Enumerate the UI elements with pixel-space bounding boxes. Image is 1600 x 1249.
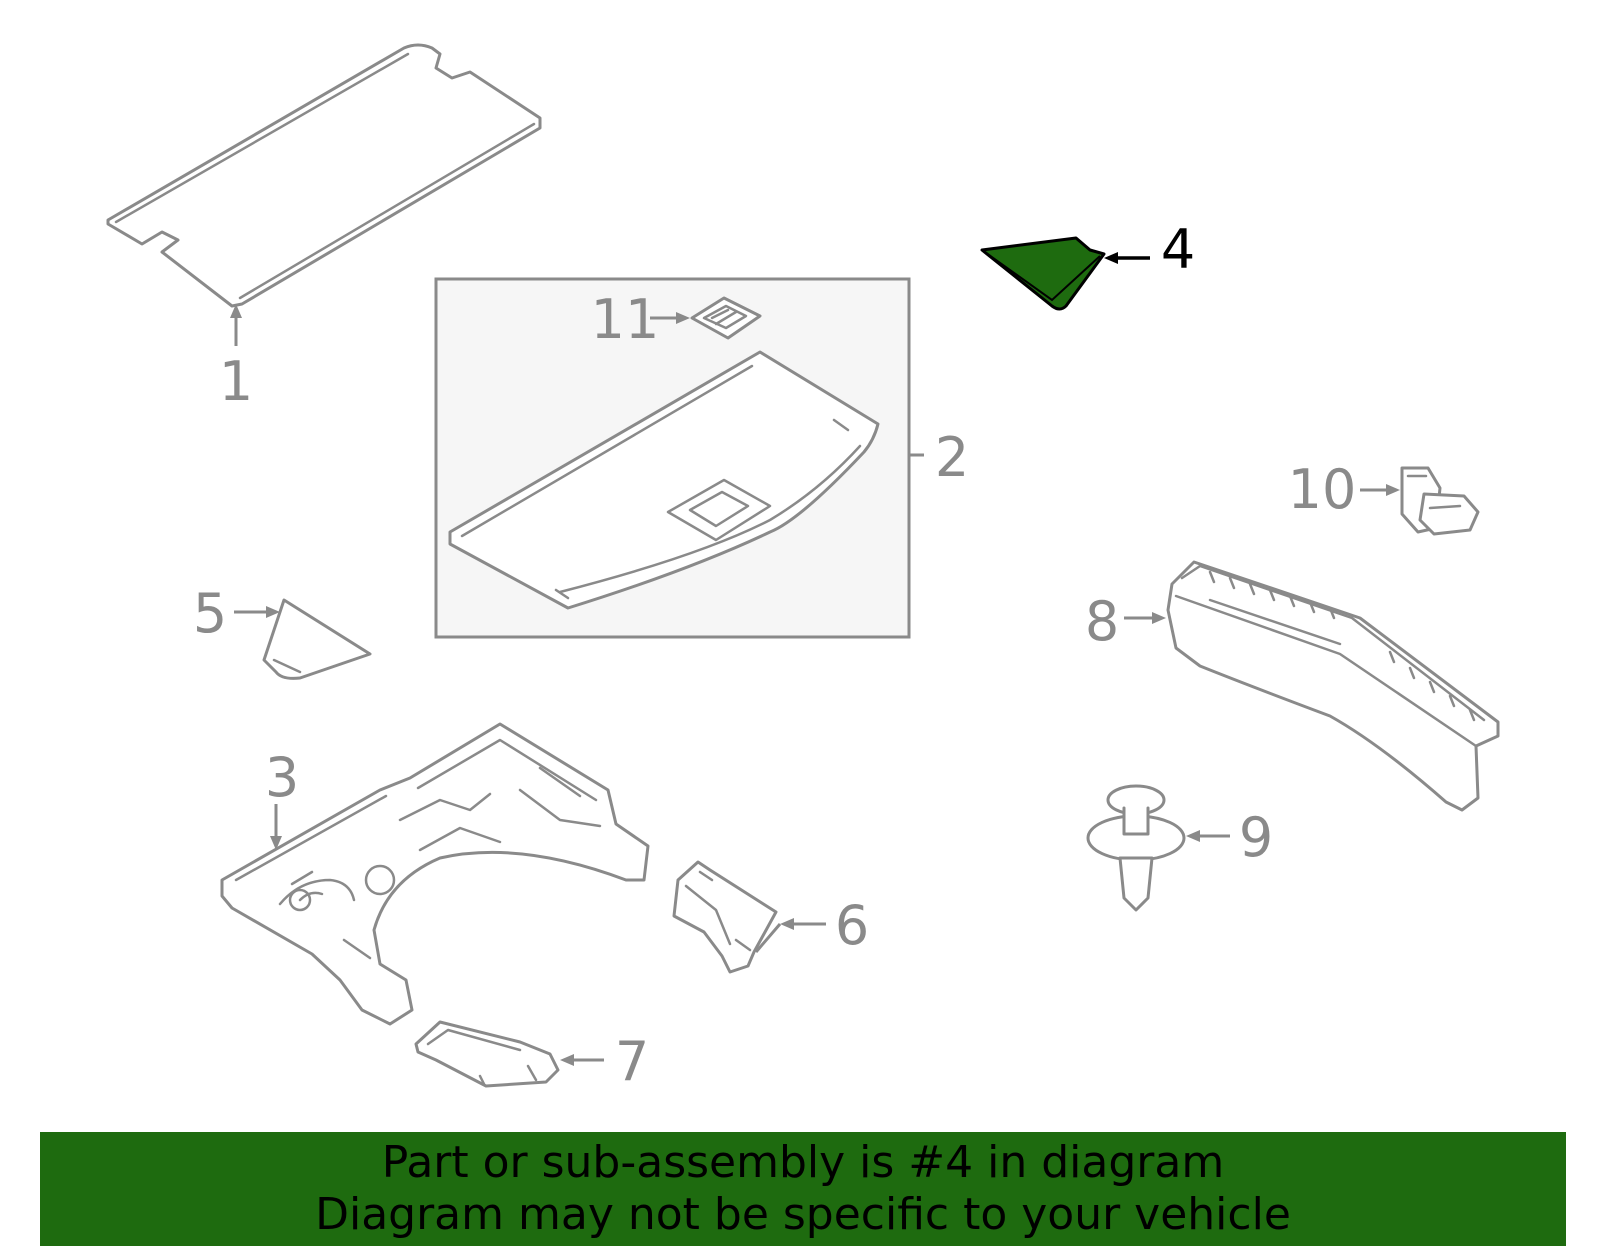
- callout-8: 8: [1085, 590, 1119, 653]
- callout-2: 2: [935, 426, 969, 489]
- callout-5: 5: [193, 582, 227, 645]
- part-11-clip[interactable]: [690, 296, 762, 340]
- callout-9: 9: [1239, 806, 1273, 869]
- callout-4: 4: [1161, 218, 1195, 281]
- callout-3: 3: [265, 746, 299, 809]
- part-1-floor-board[interactable]: [106, 43, 542, 308]
- part-3-tray[interactable]: [220, 722, 650, 1026]
- callout-6: 6: [835, 894, 869, 957]
- callout-10: 10: [1288, 458, 1357, 521]
- info-banner: Part or sub-assembly is #4 in diagram Di…: [40, 1132, 1566, 1246]
- callout-7: 7: [615, 1030, 649, 1093]
- part-2-cargo-panel[interactable]: [448, 350, 880, 610]
- callout-1: 1: [219, 350, 253, 413]
- part-9-push-clip[interactable]: [1086, 784, 1186, 912]
- part-6-bracket[interactable]: [672, 860, 778, 974]
- leader-lines: [230, 252, 1400, 1066]
- banner-line-2: Diagram may not be specific to your vehi…: [315, 1189, 1291, 1240]
- callout-11: 11: [591, 288, 660, 351]
- part-8-sill-plate[interactable]: [1166, 560, 1500, 812]
- part-7-bracket[interactable]: [414, 1020, 560, 1088]
- part-10-cap[interactable]: [1400, 466, 1480, 536]
- part-5-triangle-cover[interactable]: [262, 598, 372, 680]
- part-4-trim-highlighted[interactable]: [980, 236, 1106, 311]
- banner-line-1: Part or sub-assembly is #4 in diagram: [381, 1137, 1225, 1188]
